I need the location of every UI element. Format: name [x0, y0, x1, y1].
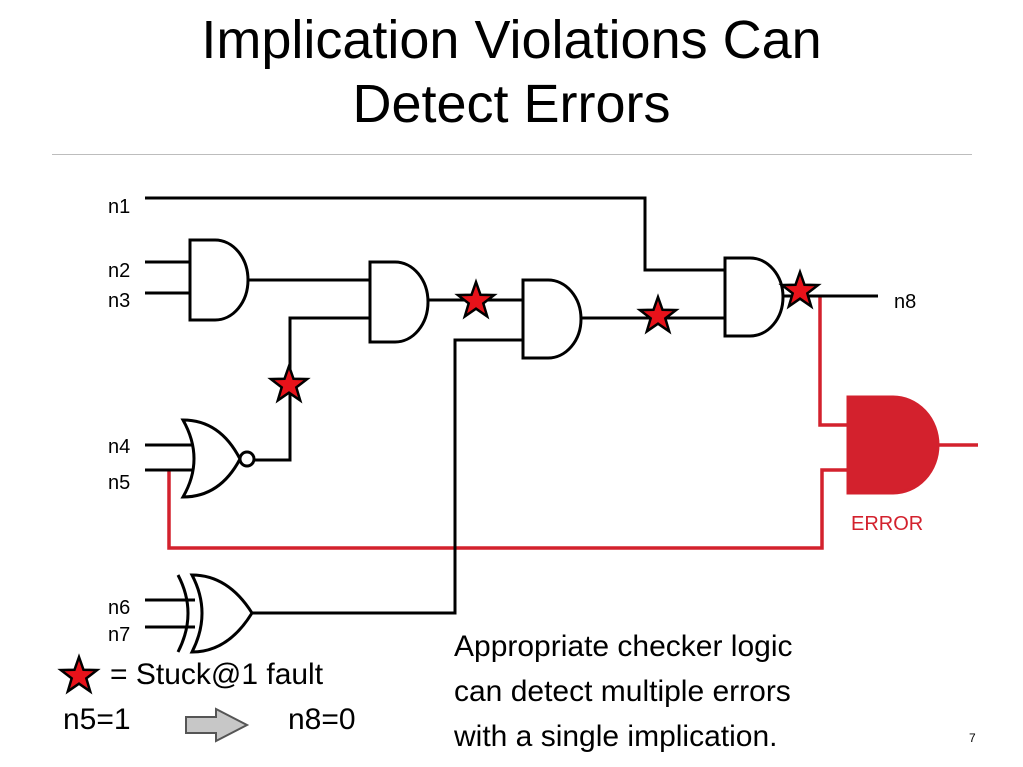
fault-markers — [57, 268, 822, 695]
checker-wire-n5 — [167, 468, 848, 550]
wire-n1 — [145, 196, 725, 272]
implication-rhs: n8=0 — [288, 703, 356, 736]
wire-nor-out — [254, 316, 370, 462]
label-n3: n3 — [108, 290, 130, 312]
label-n7: n7 — [108, 624, 130, 646]
page-number: 7 — [969, 731, 976, 745]
circuit-wiring — [145, 196, 878, 629]
title-line-1: Implication Violations Can — [201, 10, 822, 70]
label-n6: n6 — [108, 597, 130, 619]
right-arrow-icon — [185, 707, 250, 743]
title-divider — [52, 154, 972, 155]
nor-gate — [180, 418, 242, 499]
label-n2: n2 — [108, 260, 130, 282]
error-label: ERROR — [851, 513, 923, 535]
label-n5: n5 — [108, 472, 130, 494]
red-star-icon — [454, 278, 498, 320]
label-n8: n8 — [894, 291, 916, 313]
red-star-icon — [267, 362, 311, 404]
and-gate-3 — [521, 278, 583, 360]
nor-inversion-bubble — [238, 450, 256, 468]
note-line-3: with a single implication. — [454, 720, 778, 753]
and-gate-1 — [188, 238, 250, 322]
label-n4: n4 — [108, 436, 130, 458]
error-checker-and-gate — [846, 395, 940, 495]
slide-title: Implication Violations Can Detect Errors — [0, 8, 1023, 136]
red-star-icon — [636, 293, 680, 335]
implication-lhs: n5=1 — [63, 703, 131, 736]
xor-extra-arc — [176, 574, 190, 653]
and-gate-4 — [723, 256, 785, 338]
legend-text: = Stuck@1 fault — [110, 658, 324, 691]
note-line-2: can detect multiple errors — [454, 675, 791, 708]
explanation-note: Appropriate checker logic can detect mul… — [454, 624, 793, 759]
red-star-icon — [57, 653, 101, 695]
and-gate-2 — [368, 260, 430, 344]
label-n1: n1 — [108, 196, 130, 218]
checker-wiring — [167, 296, 978, 550]
note-line-1: Appropriate checker logic — [454, 630, 793, 663]
gates — [176, 238, 940, 654]
red-star-icon — [778, 268, 822, 310]
checker-wire-n8 — [818, 296, 848, 427]
wire-xor-out — [252, 338, 523, 615]
xor-gate — [189, 573, 254, 654]
title-line-2: Detect Errors — [352, 74, 671, 134]
signal-labels: n1 n2 n3 n4 n5 n6 n7 n8 ERROR — [108, 196, 923, 646]
